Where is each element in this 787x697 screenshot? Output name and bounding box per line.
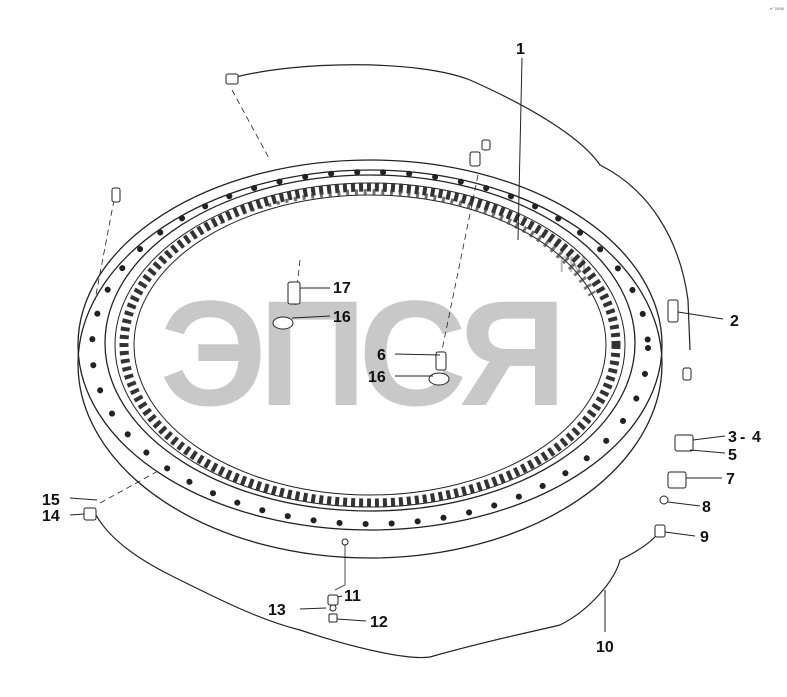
callout-9: 9 (700, 529, 709, 546)
lube-line-upper (231, 64, 691, 351)
gear-root-line (133, 194, 607, 496)
grease-nipple-6 (435, 351, 447, 371)
callout-6: 6 (377, 347, 386, 364)
callout-8: 8 (702, 499, 711, 516)
callout-5: 5 (728, 447, 737, 464)
callout-16-left: 16 (333, 309, 351, 326)
ring-outer-bottom-edge (77, 169, 663, 559)
washer-16-right (428, 372, 450, 386)
callout-13: 13 (268, 602, 286, 619)
washer-16-left (272, 316, 294, 330)
callout-15: 15 (42, 492, 60, 509)
ring-inner-edge (104, 174, 636, 512)
bolt-holes (89, 169, 651, 527)
callouts: 1 2 3 - 4 5 6 7 8 9 10 11 12 13 14 15 16… (42, 41, 761, 656)
fitting-12 (328, 613, 338, 623)
corner-mark: n° 2006 (770, 6, 785, 11)
callout-1: 1 (516, 41, 525, 58)
fitting-13 (329, 604, 337, 612)
callout-14: 14 (42, 508, 60, 525)
slewing-ring (77, 159, 663, 559)
fitting-11 (327, 594, 339, 606)
ring-8 (659, 495, 669, 505)
gear-teeth (119, 182, 621, 508)
callout-16-right: 16 (368, 369, 386, 386)
fittings (83, 73, 694, 623)
callout-12: 12 (370, 614, 388, 631)
fitting-14 (83, 507, 97, 521)
callout-11: 11 (344, 588, 361, 605)
callout-3: 3 (728, 429, 737, 446)
ring-outer-top-edge (77, 159, 663, 531)
block-3-4 (674, 434, 694, 452)
callout-7: 7 (726, 471, 735, 488)
watermark-text: ЭПСЯ (160, 269, 559, 437)
fitting-9 (654, 524, 666, 538)
callout-10: 10 (596, 639, 614, 656)
lube-line-lower (95, 514, 661, 659)
block-7 (667, 471, 687, 489)
callout-2: 2 (730, 313, 739, 330)
callout-leaders (69, 57, 726, 632)
callout-dash: - (740, 429, 745, 446)
callout-17: 17 (333, 280, 351, 297)
grease-nipple-17 (287, 281, 301, 305)
callout-4: 4 (752, 429, 761, 446)
lube-lines (94, 64, 691, 659)
fitting-2 (667, 299, 679, 323)
